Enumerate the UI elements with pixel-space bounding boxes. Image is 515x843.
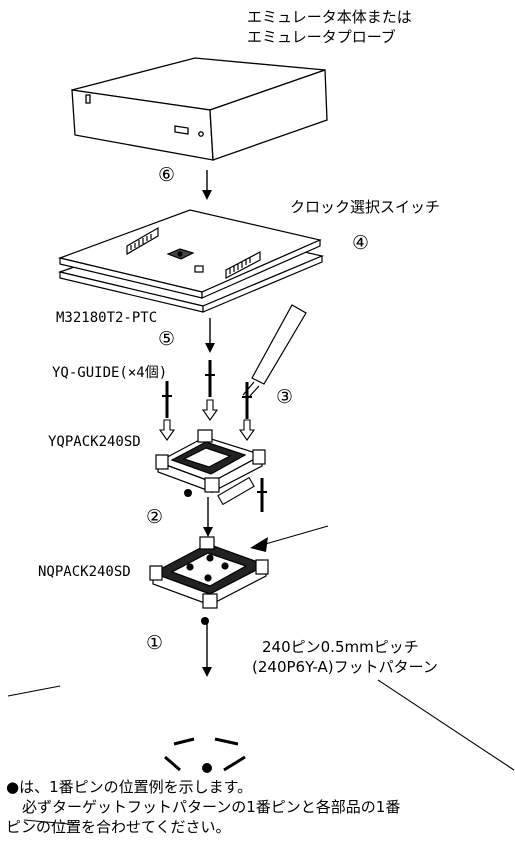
clock-switch-label: クロック選択スイッチ (290, 198, 441, 216)
pin1-marker-nqpack (201, 617, 209, 625)
step-number-3: ③ (276, 386, 294, 408)
step-number-2: ② (146, 506, 164, 528)
step-number-1: ① (146, 632, 164, 654)
step-number-6: ⑥ (158, 164, 176, 186)
guide-label: YQ-GUIDE(×4個) (52, 365, 168, 381)
yq-guide-pins (162, 360, 267, 512)
note-line1: ●は、1番ピンの位置例を示します。 (6, 778, 253, 796)
yqpack-label: YQPACK240SD (48, 434, 141, 450)
target-board-footprint (7, 679, 515, 826)
emulator-label-line1: エミュレータ本体または (247, 8, 412, 26)
pin1-marker-footprint (202, 763, 212, 773)
footprint-label-line2: (240P6Y-A)フットパターン (252, 658, 438, 676)
nqpack-pointer-arrow (250, 525, 329, 552)
board-chip (166, 248, 195, 260)
yqpack240sd (155, 429, 266, 493)
nqpack-label: NQPACK240SD (38, 564, 131, 580)
footprint-label-line1: 240ピン0.5mmピッチ (262, 638, 419, 656)
footprint-pads (164, 737, 246, 772)
note-line3: ピンの位置を合わせてください。 (6, 818, 231, 836)
emulator-label-line2: エミュレータプローブ (247, 28, 396, 46)
board-connector-left (126, 226, 159, 256)
note-line2: 必ずターゲットフットパターンの1番ピンと各部品の1番 (22, 798, 401, 816)
board-label: M32180T2-PTC (56, 310, 158, 326)
step-number-4: ④ (352, 232, 370, 254)
screwdriver (242, 304, 307, 399)
step-number-5: ⑤ (158, 328, 176, 350)
pcb-board-m32180t2-ptc (57, 209, 322, 299)
board-connector-right (225, 251, 261, 279)
nqpack240sd (149, 536, 269, 609)
pin1-marker-yqpack (184, 489, 192, 497)
guide-insert-arrows (158, 399, 256, 506)
clock-select-switch (194, 265, 204, 273)
emulator-box (71, 57, 328, 161)
